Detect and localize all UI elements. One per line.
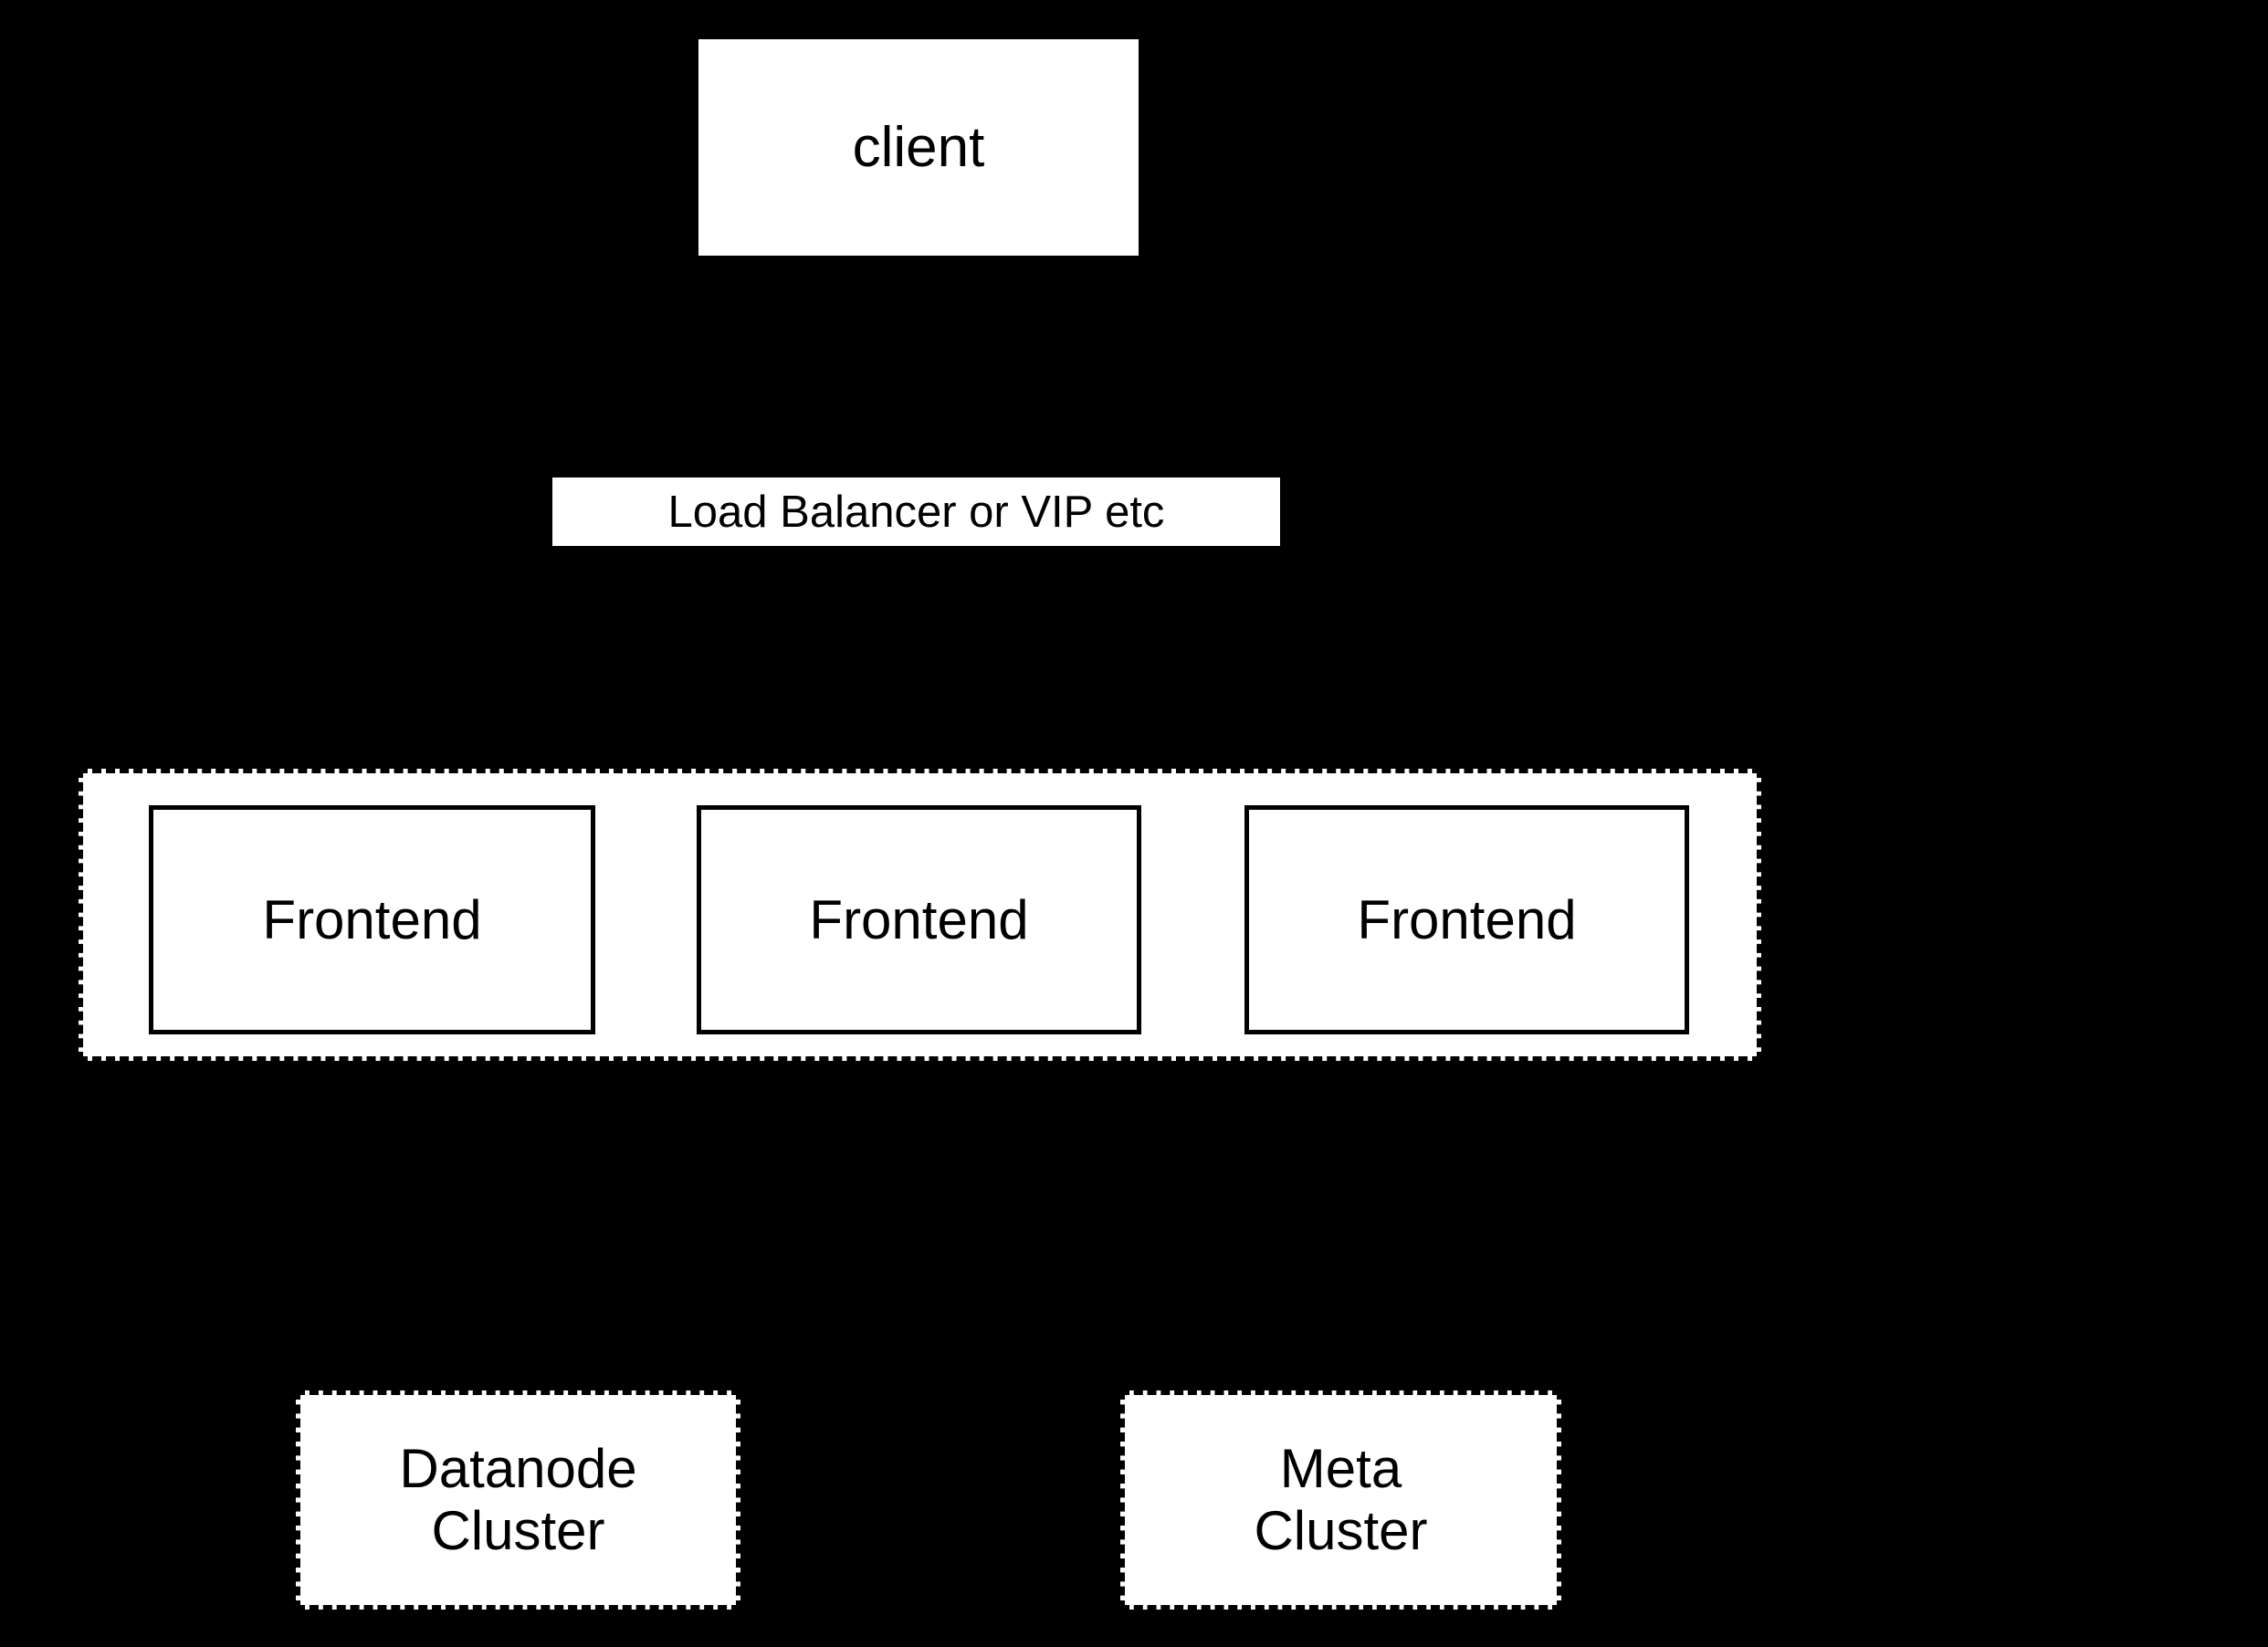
meta-cluster-label: Meta Cluster <box>1254 1438 1428 1561</box>
frontend-group-container: Frontend Frontend Frontend <box>79 769 1761 1061</box>
client-label: client <box>852 116 985 179</box>
datanode-cluster-node: Datanode Cluster <box>296 1390 740 1610</box>
frontend-node-3: Frontend <box>1244 805 1689 1034</box>
meta-cluster-node: Meta Cluster <box>1120 1390 1561 1610</box>
client-node: client <box>698 39 1139 256</box>
load-balancer-node: Load Balancer or VIP etc <box>552 477 1280 546</box>
datanode-cluster-label: Datanode Cluster <box>399 1438 637 1561</box>
frontend-label-2: Frontend <box>809 889 1029 950</box>
load-balancer-label: Load Balancer or VIP etc <box>667 487 1165 537</box>
frontend-node-2: Frontend <box>697 805 1141 1034</box>
frontend-label-1: Frontend <box>262 889 482 950</box>
frontend-node-1: Frontend <box>149 805 595 1034</box>
frontend-label-3: Frontend <box>1357 889 1577 950</box>
